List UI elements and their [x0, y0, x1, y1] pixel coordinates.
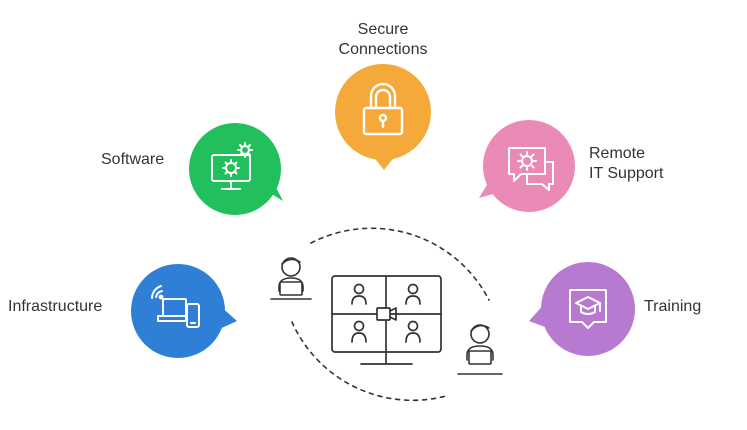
person-right-icon	[457, 324, 503, 375]
remote-bubble-tail	[479, 175, 507, 198]
graduation-cap-chat-icon	[569, 289, 607, 329]
secure-bubble-tail	[372, 155, 396, 170]
secure-connections-label: Secure Connections	[318, 20, 448, 60]
secure-bubble-circle	[335, 64, 431, 160]
secure-label-line2: Connections	[338, 41, 428, 58]
secure-connections-bubble	[335, 64, 431, 170]
infrastructure-bubble-tail	[215, 305, 237, 331]
secure-label-line1: Secure	[357, 21, 409, 38]
video-conference-monitor-icon	[331, 275, 442, 365]
infrastructure-label: Infrastructure	[8, 298, 103, 315]
wifi-laptop-phone-icon	[151, 285, 200, 328]
chat-gear-icon	[508, 147, 554, 191]
infrastructure-bubble-circle	[131, 264, 225, 358]
dashed-orbit	[291, 227, 490, 402]
remote-label-line1: Remote	[589, 145, 646, 162]
training-bubble-tail	[529, 300, 553, 330]
remote-it-support-label: Remote IT Support	[589, 144, 663, 184]
software-bubble	[189, 123, 283, 215]
training-label: Training	[644, 298, 702, 315]
remote-label-line2: IT Support	[589, 165, 664, 182]
remote-it-support-bubble	[479, 120, 575, 212]
software-bubble-tail	[262, 172, 283, 201]
person-left-icon	[270, 257, 312, 300]
software-label: Software	[101, 151, 165, 168]
padlock-icon	[362, 82, 404, 136]
infrastructure-bubble	[131, 264, 237, 358]
monitor-gears-icon	[211, 142, 253, 190]
training-bubble	[529, 262, 635, 356]
